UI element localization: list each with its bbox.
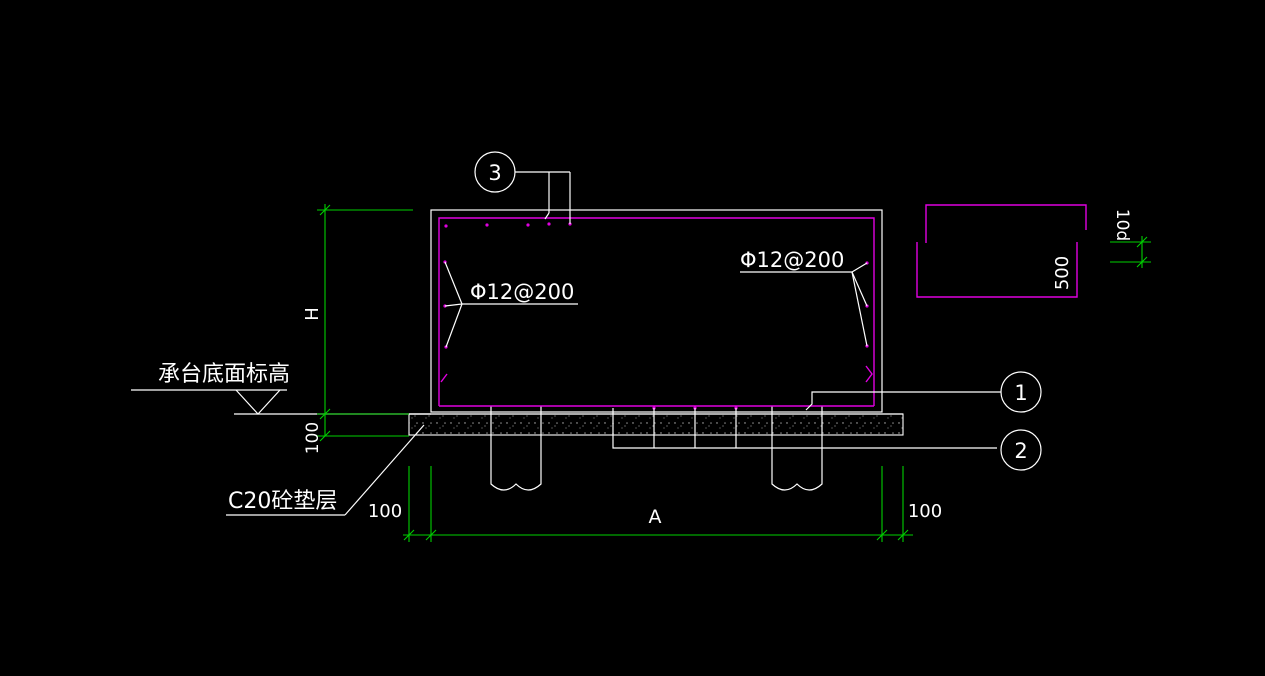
dimension-height-label: H bbox=[302, 307, 323, 321]
rebar-leader-left bbox=[444, 261, 578, 348]
callout-3 bbox=[474, 151, 571, 224]
hook-detail bbox=[916, 204, 1087, 298]
hook-detail-length-label: 500 bbox=[1052, 256, 1073, 290]
callout-2 bbox=[1000, 429, 1042, 471]
callout-1 bbox=[805, 371, 1042, 413]
pile-cap-outline bbox=[430, 209, 883, 413]
rebar-leader-right bbox=[740, 262, 868, 347]
elevation-label: 承台底面标高 bbox=[158, 362, 290, 387]
pile-left bbox=[490, 406, 542, 491]
rebar-right-label: Φ12@200 bbox=[740, 248, 844, 272]
callout-1-number: 1 bbox=[1014, 381, 1027, 405]
pile-right bbox=[771, 406, 823, 491]
cushion-leader bbox=[226, 424, 425, 516]
callout-2-number: 2 bbox=[1014, 439, 1027, 463]
rebar-cage bbox=[438, 217, 875, 410]
dimension-width-label: A bbox=[649, 506, 662, 528]
lap-dimension-label: 10d bbox=[1112, 209, 1132, 241]
dimension-cushion-label: 100 bbox=[303, 422, 323, 454]
callout-3-number: 3 bbox=[488, 161, 501, 185]
cushion-label: C20砼垫层 bbox=[228, 489, 337, 514]
dimension-height bbox=[317, 204, 413, 442]
dimension-right-offset-label: 100 bbox=[908, 501, 942, 522]
lap-dimension bbox=[1110, 236, 1151, 268]
dimension-left-offset-label: 100 bbox=[368, 501, 402, 522]
concrete-cushion-layer bbox=[408, 413, 904, 436]
dimension-width bbox=[403, 466, 913, 542]
bottom-bar-grid bbox=[612, 408, 997, 449]
rebar-left-label: Φ12@200 bbox=[470, 280, 574, 304]
elevation-marker bbox=[131, 389, 431, 415]
